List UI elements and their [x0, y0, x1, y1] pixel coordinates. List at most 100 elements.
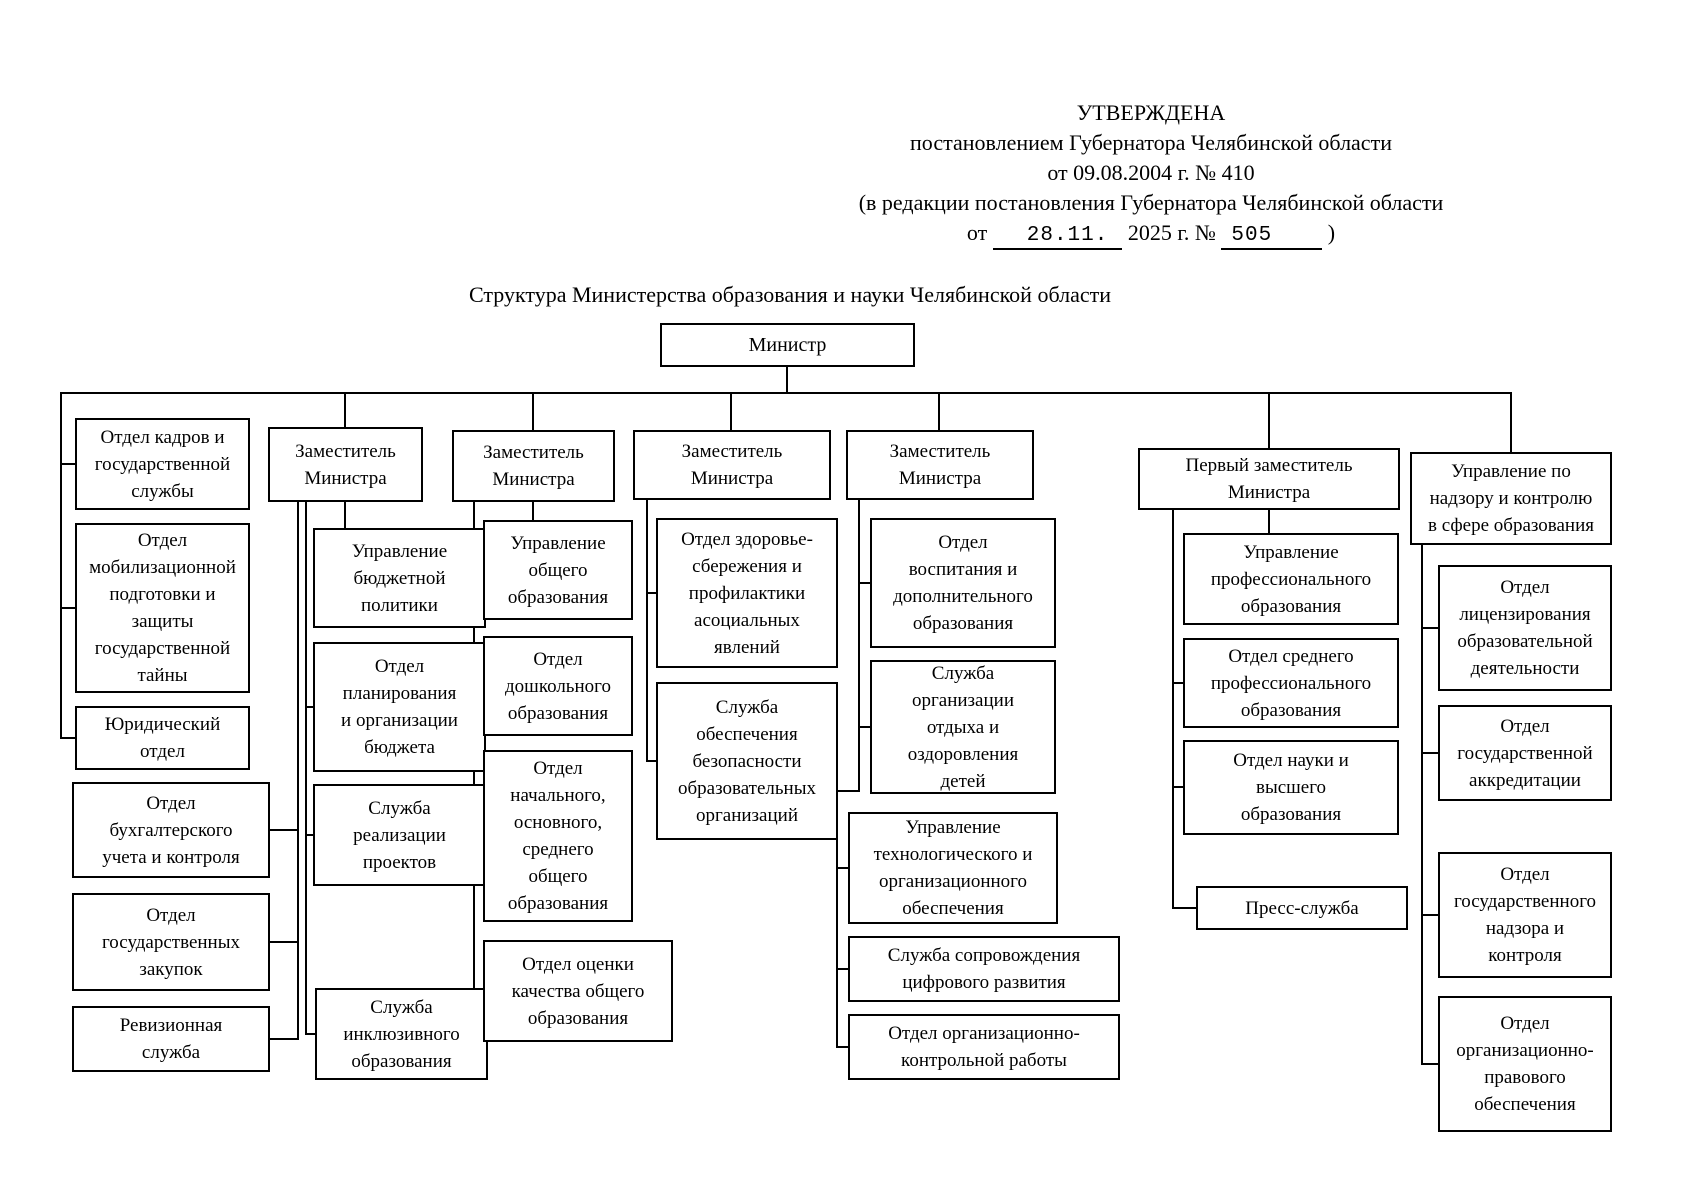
box-otdyha-ozdorovleniya: Служба организации отдыха и оздоровления… — [870, 660, 1056, 794]
box-yuridicheskiy-otdel: Юридический отдел — [75, 706, 250, 770]
box-minister: Министр — [660, 323, 915, 367]
box-label: Заместитель Министра — [681, 441, 783, 489]
box-pervyy-zamestitel-ministra: Первый заместитель Министра — [1138, 448, 1400, 510]
connector-line — [646, 760, 656, 762]
box-srednego-professionalnogo: Отдел среднего профессионального образов… — [1183, 638, 1399, 728]
box-upravlenie-obschego-obrazovaniya: Управление общего образования — [483, 520, 633, 620]
connector-line — [305, 1033, 315, 1035]
box-tehnologicheskogo-obespecheniya: Управление технологического и организаци… — [848, 812, 1058, 924]
box-label: Отдел планирования и организации бюджета — [341, 656, 458, 758]
connector-line — [836, 790, 838, 1048]
box-sluzhba-realizacii-proektov: Служба реализации проектов — [313, 784, 486, 886]
box-press-sluzhba: Пресс-служба — [1196, 886, 1408, 930]
connector-line — [305, 834, 313, 836]
box-buhgalterskogo-ucheta: Отдел бухгалтерского учета и контроля — [72, 782, 270, 878]
box-label: Управление общего образования — [507, 532, 609, 608]
box-zamestitel-ministra-1: Заместитель Министра — [268, 427, 423, 502]
connector-line — [305, 706, 313, 708]
box-label: Управление профессионального образования — [1210, 541, 1372, 617]
box-label: Ревизионная служба — [119, 1015, 223, 1063]
box-label: Отдел государственных закупок — [101, 904, 240, 980]
connector-line — [305, 502, 307, 1034]
box-professionalnogo-obrazovaniya: Управление профессионального образования — [1183, 533, 1399, 625]
box-label: Отдел организационно- правового обеспече… — [1456, 1013, 1594, 1115]
page-title: Структура Министерства образования и нау… — [469, 282, 1111, 307]
connector-line — [1510, 392, 1512, 452]
approval-line-2: постановлением Губернатора Челябинской о… — [910, 130, 1392, 155]
box-label: Отдел дошкольного образования — [505, 648, 611, 724]
connector-line — [786, 367, 788, 392]
box-label: Отдел бухгалтерского учета и контроля — [102, 792, 240, 868]
connector-line — [60, 737, 75, 739]
box-label: Отдел оценки качества общего образования — [511, 953, 645, 1029]
box-label: Отдел государственной аккредитации — [1457, 715, 1593, 791]
box-zdorovyesberezheniya: Отдел здоровье- сбережения и профилактик… — [656, 518, 838, 668]
connector-line — [268, 1038, 297, 1040]
connector-line — [1268, 392, 1270, 448]
connector-line — [60, 392, 62, 739]
box-licenzirovaniya: Отдел лицензирования образовательной дея… — [1438, 565, 1612, 691]
connector-line — [1172, 682, 1183, 684]
box-label: Заместитель Министра — [483, 442, 584, 490]
approval-block: УТВЕРЖДЕНА постановлением Губернатора Че… — [795, 98, 1507, 250]
box-gosudarstvennoy-akkreditacii: Отдел государственной аккредитации — [1438, 705, 1612, 801]
box-label: Заместитель Министра — [295, 440, 396, 489]
box-obespecheniya-bezopasnosti: Служба обеспечения безопасности образова… — [656, 682, 838, 840]
box-revizionnaya-sluzhba: Ревизионная служба — [72, 1006, 270, 1072]
box-vospitaniya-dopolnitelnogo: Отдел воспитания и дополнительного образ… — [870, 518, 1056, 648]
box-sluzhba-inklyuzivnogo-obrazovaniya: Служба инклюзивного образования — [315, 988, 488, 1080]
connector-line — [858, 726, 870, 728]
box-label: Служба сопровождения цифрового развития — [887, 945, 1081, 993]
connector-line — [1421, 752, 1438, 754]
connector-line — [60, 607, 75, 609]
approval-year-part: 2025 г. № — [1127, 220, 1216, 245]
box-label: Отдел государственного надзора и контрол… — [1453, 864, 1597, 966]
connector-line — [268, 941, 297, 943]
box-upravlenie-byudzhetnoy-politiki: Управление бюджетной политики — [313, 528, 486, 628]
connector-line — [858, 500, 860, 792]
connector-line — [1268, 510, 1270, 533]
box-planirovaniya-byudzheta: Отдел планирования и организации бюджета — [313, 642, 486, 772]
connector-line — [297, 502, 299, 1040]
connector-line — [1172, 786, 1183, 788]
connector-line — [344, 502, 346, 528]
connector-line — [1172, 907, 1196, 909]
approval-line-1: УТВЕРЖДЕНА — [1076, 100, 1226, 125]
amendment-date-underline: 28.11. — [992, 221, 1123, 250]
amendment-number-underline: 505 — [1221, 221, 1323, 250]
amendment-date-value: 28.11. — [1026, 224, 1109, 247]
amendment-number-value: 505 — [1231, 224, 1273, 247]
box-mobilizacionnoy-podgotovki: Отдел мобилизационной подготовки и защит… — [75, 523, 250, 693]
connector-line — [1421, 627, 1438, 629]
box-ocenki-kachestva: Отдел оценки качества общего образования — [483, 940, 673, 1042]
approval-close-paren: ) — [1327, 220, 1336, 245]
connector-line — [836, 867, 848, 869]
box-zamestitel-ministra-4: Заместитель Министра — [846, 430, 1034, 500]
connector-line — [60, 392, 1512, 394]
approval-from-label: от — [966, 220, 988, 245]
box-zamestitel-ministra-2: Заместитель Министра — [452, 430, 615, 502]
box-label: Министр — [748, 333, 827, 356]
box-doshkolnogo-obrazovaniya: Отдел дошкольного образования — [483, 636, 633, 736]
box-label: Служба организации отдыха и оздоровления… — [907, 662, 1019, 792]
connector-line — [1421, 1063, 1438, 1065]
connector-line — [858, 582, 870, 584]
box-label: Отдел здоровье- сбережения и профилактик… — [681, 528, 813, 658]
connector-line — [646, 592, 656, 594]
box-cifrovogo-razvitiya: Служба сопровождения цифрового развития — [848, 936, 1120, 1002]
connector-line — [836, 968, 848, 970]
box-label: Служба обеспечения безопасности образова… — [678, 696, 816, 826]
box-gosudarstvennyh-zakupok: Отдел государственных закупок — [72, 893, 270, 991]
box-label: Пресс-служба — [1245, 897, 1359, 919]
connector-line — [836, 790, 860, 792]
box-label: Служба реализации проектов — [353, 797, 446, 873]
connector-line — [268, 829, 297, 831]
box-nauki-vysshego: Отдел науки и высшего образования — [1183, 740, 1399, 835]
box-label: Управление технологического и организаци… — [873, 817, 1033, 919]
box-label: Управление по надзору и контролю в сфере… — [1427, 461, 1595, 536]
box-nachalnogo-osnovnogo-srednego: Отдел начального, основного, среднего об… — [483, 750, 633, 922]
box-label: Служба инклюзивного образования — [343, 996, 460, 1072]
approval-line-4: (в редакции постановления Губернатора Че… — [858, 190, 1444, 215]
box-zamestitel-ministra-3: Заместитель Министра — [633, 430, 831, 500]
